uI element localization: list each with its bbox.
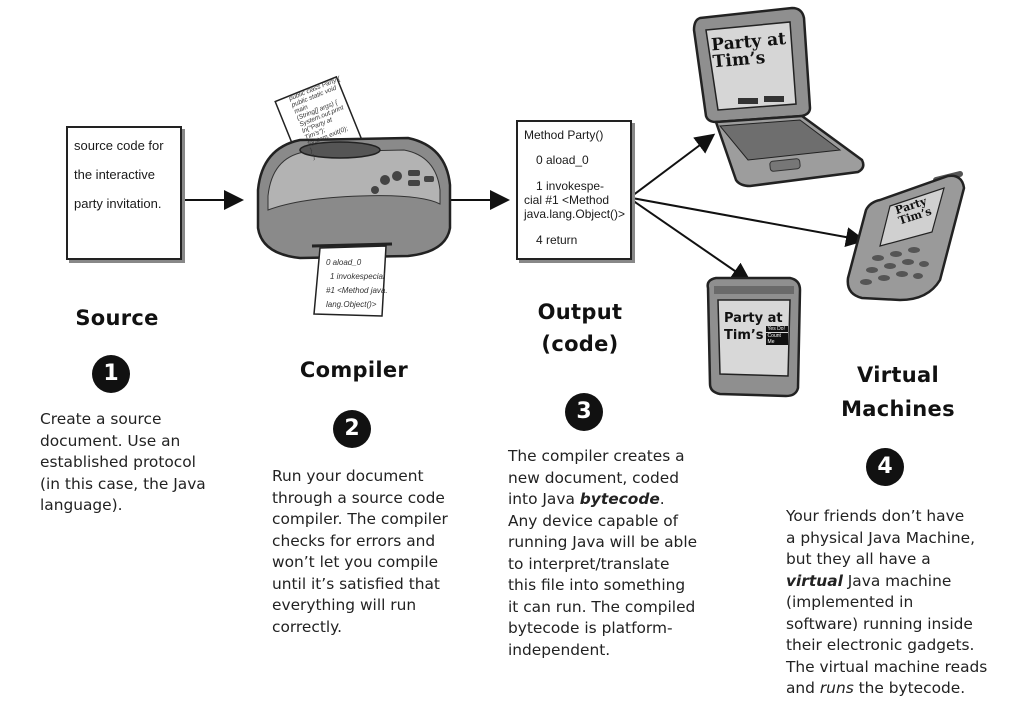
description-line: and runs the bytecode.: [786, 678, 1016, 700]
compiler-heading: Compiler: [299, 358, 409, 382]
description-line: new document, coded: [508, 468, 680, 487]
description-line: it can run. The compiled: [508, 597, 696, 616]
compiler-output-paper: 0 aload_0 1 invokespecial #1 <Method jav…: [326, 256, 388, 312]
step-3-badge: 3: [565, 393, 603, 431]
bytecode-emphasis: bytecode: [579, 490, 660, 508]
output-heading-line: (code): [541, 332, 619, 356]
description-line: Any device capable of: [508, 511, 679, 530]
arrow-output-to-pda: [631, 199, 752, 283]
description-line: into Java bytecode.: [508, 489, 728, 511]
bytecode-line: 1 invokespe-: [536, 179, 605, 193]
description-line: language).: [40, 496, 123, 514]
paper-out-line: 1 invokespecial: [330, 272, 385, 281]
virtual-heading-line: Virtual: [857, 363, 939, 387]
virtual-description: Your friends don’t have a physical Java …: [786, 506, 1016, 700]
source-doc-line: source code for: [74, 138, 164, 153]
virtual-heading-line: Machines: [841, 397, 955, 421]
output-heading-line: Output: [537, 300, 623, 324]
bytecode-line: java.lang.Object()>: [524, 207, 626, 221]
description-line: Your friends don’t have: [786, 507, 965, 525]
description-line: Run your document: [272, 467, 424, 485]
description-line: software) running inside: [786, 614, 973, 633]
paper-out-line: 0 aload_0: [326, 258, 362, 267]
description-line: their electronic gadgets.: [786, 636, 975, 654]
pda-screen-line: Party at: [724, 311, 783, 326]
description-line: correctly.: [272, 617, 342, 636]
description-line: but they all have a: [786, 550, 931, 568]
laptop-screen-text: Party at Tim’s: [710, 29, 794, 72]
description-line: virtual Java machine: [786, 571, 1016, 593]
step-4-badge: 4: [866, 448, 904, 486]
description-line: (in this case, the Java: [40, 474, 206, 493]
description-line: running Java will be able: [508, 533, 698, 551]
pda-screen-line: Tim’s: [724, 327, 764, 343]
description-line: won’t let you compile: [272, 553, 439, 571]
paper-out-line: lang.Object()>: [326, 300, 377, 309]
bytecode-line: 4 return: [536, 233, 578, 247]
output-bytecode-document: Method Party() 0 aload_0 1 invokespe- ci…: [516, 120, 632, 260]
pda-count-button: Count Me: [765, 333, 788, 345]
description-line: compiler. The compiler: [272, 510, 448, 528]
description-line: through a source code: [272, 488, 445, 507]
description-line: this file into something: [508, 576, 686, 594]
virtual-emphasis: virtual: [786, 571, 843, 590]
runs-emphasis: runs: [819, 679, 854, 697]
description-line: The virtual machine reads: [786, 657, 988, 676]
virtual-machines-heading: Virtual Machines: [830, 358, 966, 426]
description-line: until it’s satisfied that: [272, 574, 440, 593]
pda-illustration: [706, 276, 802, 398]
step-2-badge: 2: [333, 410, 371, 448]
description-text: the bytecode.: [853, 679, 966, 697]
description-line: independent.: [508, 640, 611, 659]
compiler-description: Run your document through a source code …: [272, 466, 482, 638]
description-line: document. Use an: [40, 431, 181, 450]
description-line: (implemented in: [786, 593, 914, 611]
description-line: a physical Java Machine,: [786, 528, 976, 547]
output-description: The compiler creates a new document, cod…: [508, 446, 728, 661]
description-text: into Java: [508, 490, 580, 508]
step-1-badge: 1: [92, 355, 130, 393]
source-doc-line: the interactive: [74, 167, 155, 182]
bytecode-line: cial #1 <Method: [524, 193, 610, 207]
description-line: The compiler creates a: [508, 447, 685, 465]
pda-screen-text: Party at Tim’s Yes Do! Count Me: [724, 312, 788, 345]
source-doc-line: party invitation.: [74, 196, 162, 211]
source-document: source code for the interactive party in…: [66, 126, 182, 260]
source-description: Create a source document. Use an establi…: [40, 409, 240, 517]
description-line: established protocol: [40, 453, 196, 471]
description-text: and: [786, 679, 820, 697]
bytecode-line: Method Party(): [524, 128, 604, 142]
compiler-machine-illustration: [256, 75, 452, 317]
source-heading: Source: [75, 306, 159, 330]
description-text: Java machine: [842, 571, 952, 590]
output-heading: Output (code): [520, 296, 640, 360]
description-line: checks for errors and: [272, 531, 436, 550]
paper-out-line: #1 <Method java.: [326, 286, 388, 295]
description-line: to interpret/translate: [508, 554, 670, 573]
laptop-illustration: [692, 6, 865, 188]
arrow-output-to-laptop: [631, 133, 716, 197]
arrow-output-to-phone: [631, 197, 866, 247]
description-text: .: [659, 490, 665, 508]
description-line: bytecode is platform-: [508, 619, 673, 637]
description-line: Create a source: [40, 410, 162, 428]
bytecode-line: 0 aload_0: [536, 153, 589, 167]
phone-illustration: [846, 171, 966, 302]
description-line: everything will run: [272, 596, 417, 614]
pda-yes-button: Yes Do!: [765, 326, 788, 332]
